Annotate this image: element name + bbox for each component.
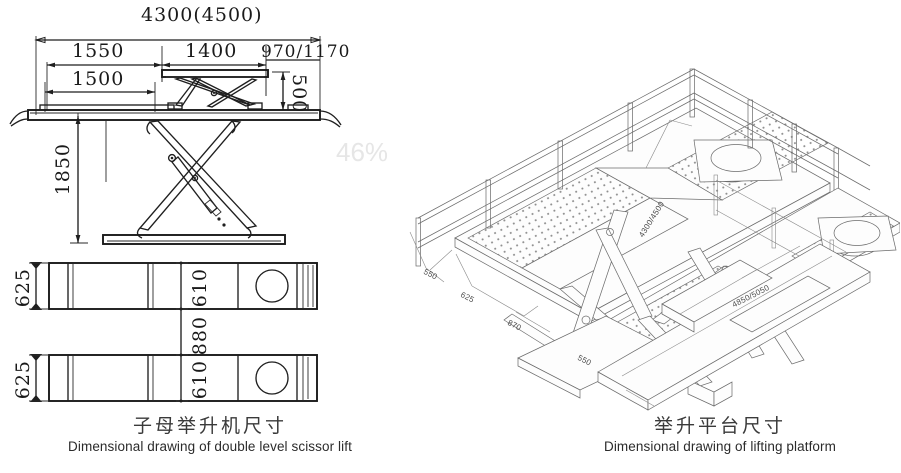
plan-view-bottom-runway: [29, 354, 318, 402]
iso-dimension-leaders: [409, 119, 801, 407]
guard-railing-far: [415, 68, 871, 267]
dim-label-1850: 1850: [52, 143, 74, 196]
left-drawing-svg: [9, 36, 342, 403]
watermark-46-percent: 46%: [336, 137, 389, 167]
plan-view-top-runway: [29, 262, 318, 310]
far-runway-platform: [454, 107, 831, 323]
dim-label-top-610: 610: [189, 268, 211, 308]
dim-label-1550: 1550: [72, 40, 125, 62]
dim-overall-4300: [34, 36, 322, 115]
base-frame: [102, 234, 286, 245]
left-caption-english: Dimensional drawing of double level scis…: [68, 439, 352, 454]
dim-1500: [44, 82, 156, 112]
right-isometric-svg: [409, 68, 900, 411]
lower-scissor-mechanism: [136, 120, 258, 239]
dim-label-bottom-625: 625: [12, 360, 34, 400]
right-caption: 举升平台尺寸 Dimensional drawing of lifting pl…: [540, 411, 900, 454]
right-caption-english: Dimensional drawing of lifting platform: [603, 439, 836, 454]
main-upper-deck: [9, 104, 342, 182]
cross-members: [661, 259, 831, 333]
dim-label-1400: 1400: [185, 40, 238, 62]
right-caption-chinese: 举升平台尺寸: [653, 415, 786, 437]
dim-label-880: 880: [189, 316, 211, 356]
dim-chain-610-880-610: [176, 261, 188, 403]
dim-label-bottom-610: 610: [189, 360, 211, 400]
dim-970-1170: [265, 46, 320, 96]
dim-label-970-1170: 970/1170: [261, 42, 351, 62]
dim-label-500: 500: [288, 74, 310, 114]
left-caption-chinese: 子母举升机尺寸: [132, 415, 287, 437]
upper-platform: [161, 69, 269, 78]
dim-label-overall: 4300(4500): [141, 4, 263, 26]
dim-label-top-625: 625: [12, 268, 34, 308]
upper-scissor-mechanism: [167, 77, 263, 110]
left-caption: 子母举升机尺寸 Dimensional drawing of double le…: [0, 411, 420, 454]
dim-label-1500: 1500: [72, 68, 125, 90]
